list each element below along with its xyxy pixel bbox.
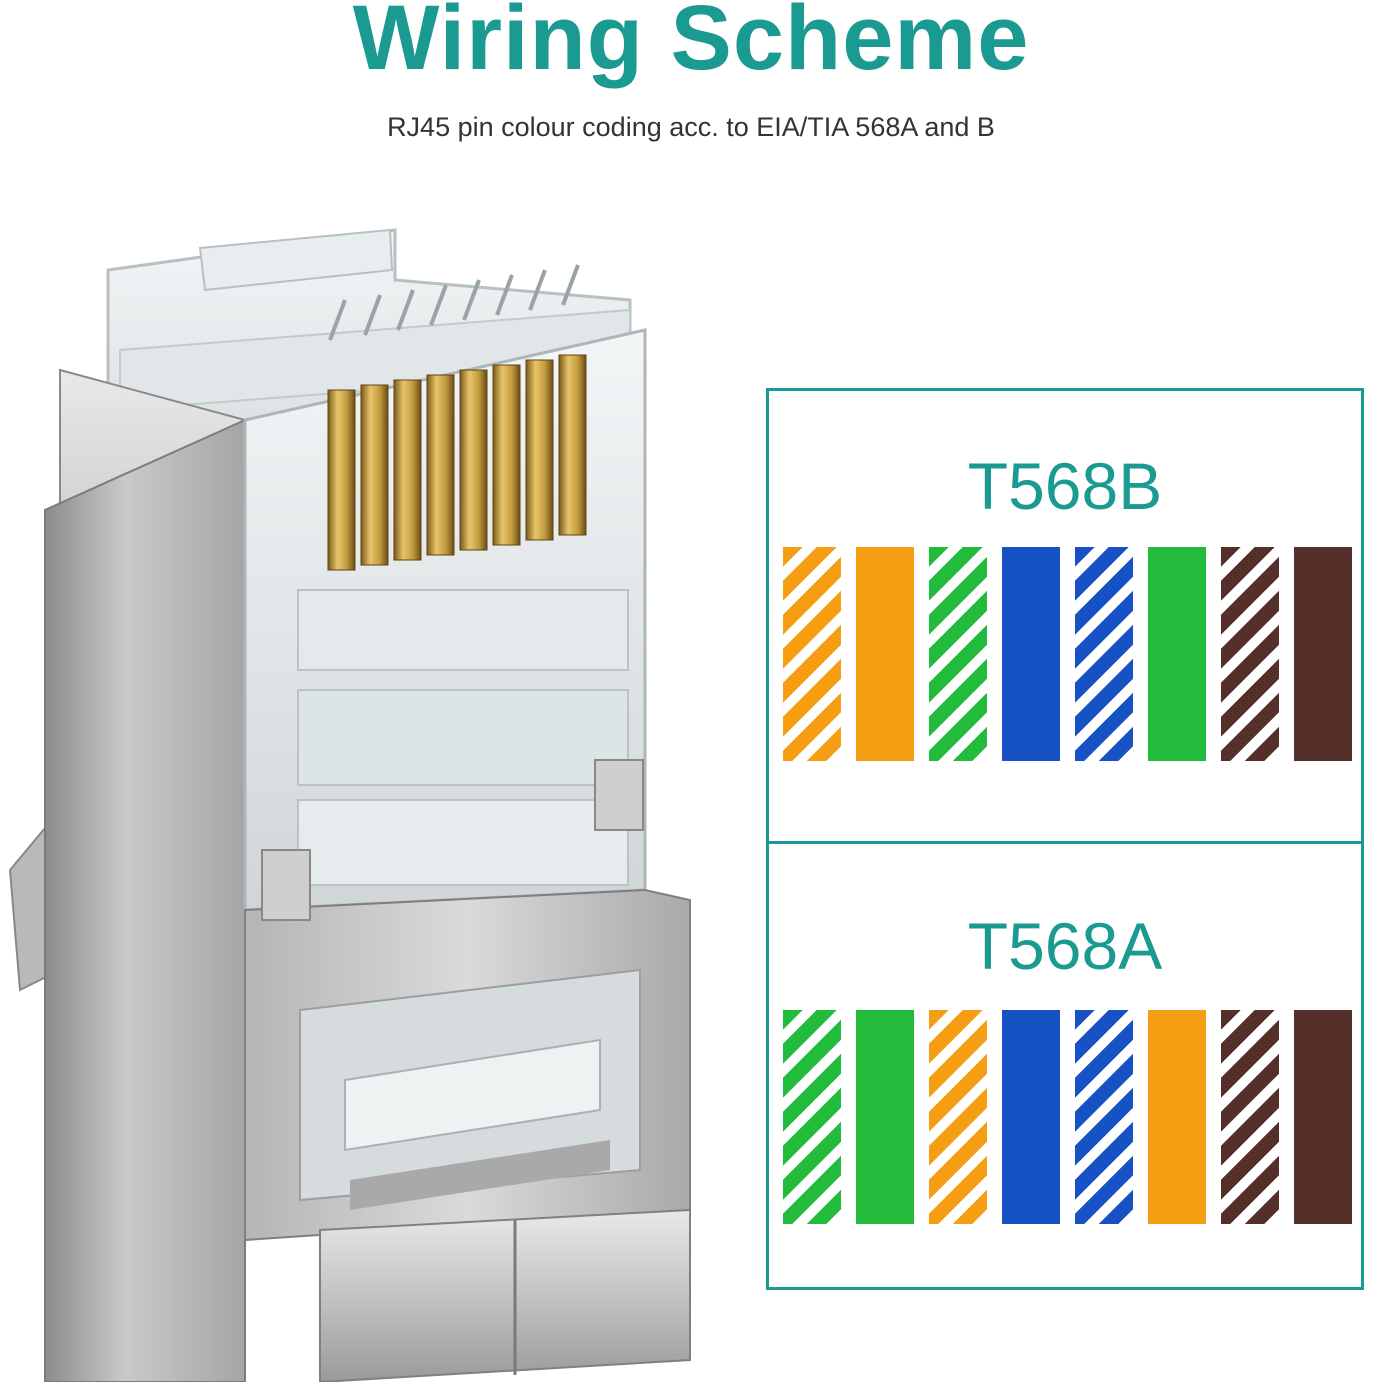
wire-pin-1-white-orange: [783, 547, 841, 761]
gold-pins: [327, 354, 587, 571]
wire-pin-1-white-green: [783, 1010, 841, 1224]
panel-divider: [769, 841, 1361, 844]
wire-pin-3-white-green: [929, 547, 987, 761]
wire-pin-4-blue: [1002, 547, 1060, 761]
wire-row-t568a: [783, 1010, 1352, 1224]
wire-pin-7-white-brown: [1221, 547, 1279, 761]
wire-pin-3-white-orange: [929, 1010, 987, 1224]
standard-label-t568a: T568A: [967, 909, 1163, 983]
wire-pin-6-green: [1148, 547, 1206, 761]
rj45-connector-illustration: [8, 228, 691, 1382]
page-title: Wiring Scheme: [352, 0, 1030, 89]
wire-pin-8-brown: [1294, 1010, 1352, 1224]
wire-pin-5-white-blue: [1075, 1010, 1133, 1224]
wire-pin-2-green: [856, 1010, 914, 1224]
standard-label-t568b: T568B: [967, 449, 1163, 523]
wire-pin-5-white-blue: [1075, 547, 1133, 761]
wire-row-t568b: [783, 547, 1352, 761]
wire-pin-6-orange: [1148, 1010, 1206, 1224]
page-subtitle: RJ45 pin colour coding acc. to EIA/TIA 5…: [387, 112, 995, 142]
wiring-scheme-panel: [766, 388, 1364, 1290]
wire-pin-7-white-brown: [1221, 1010, 1279, 1224]
wire-pin-4-blue: [1002, 1010, 1060, 1224]
wire-pin-8-brown: [1294, 547, 1352, 761]
wire-pin-2-orange: [856, 547, 914, 761]
